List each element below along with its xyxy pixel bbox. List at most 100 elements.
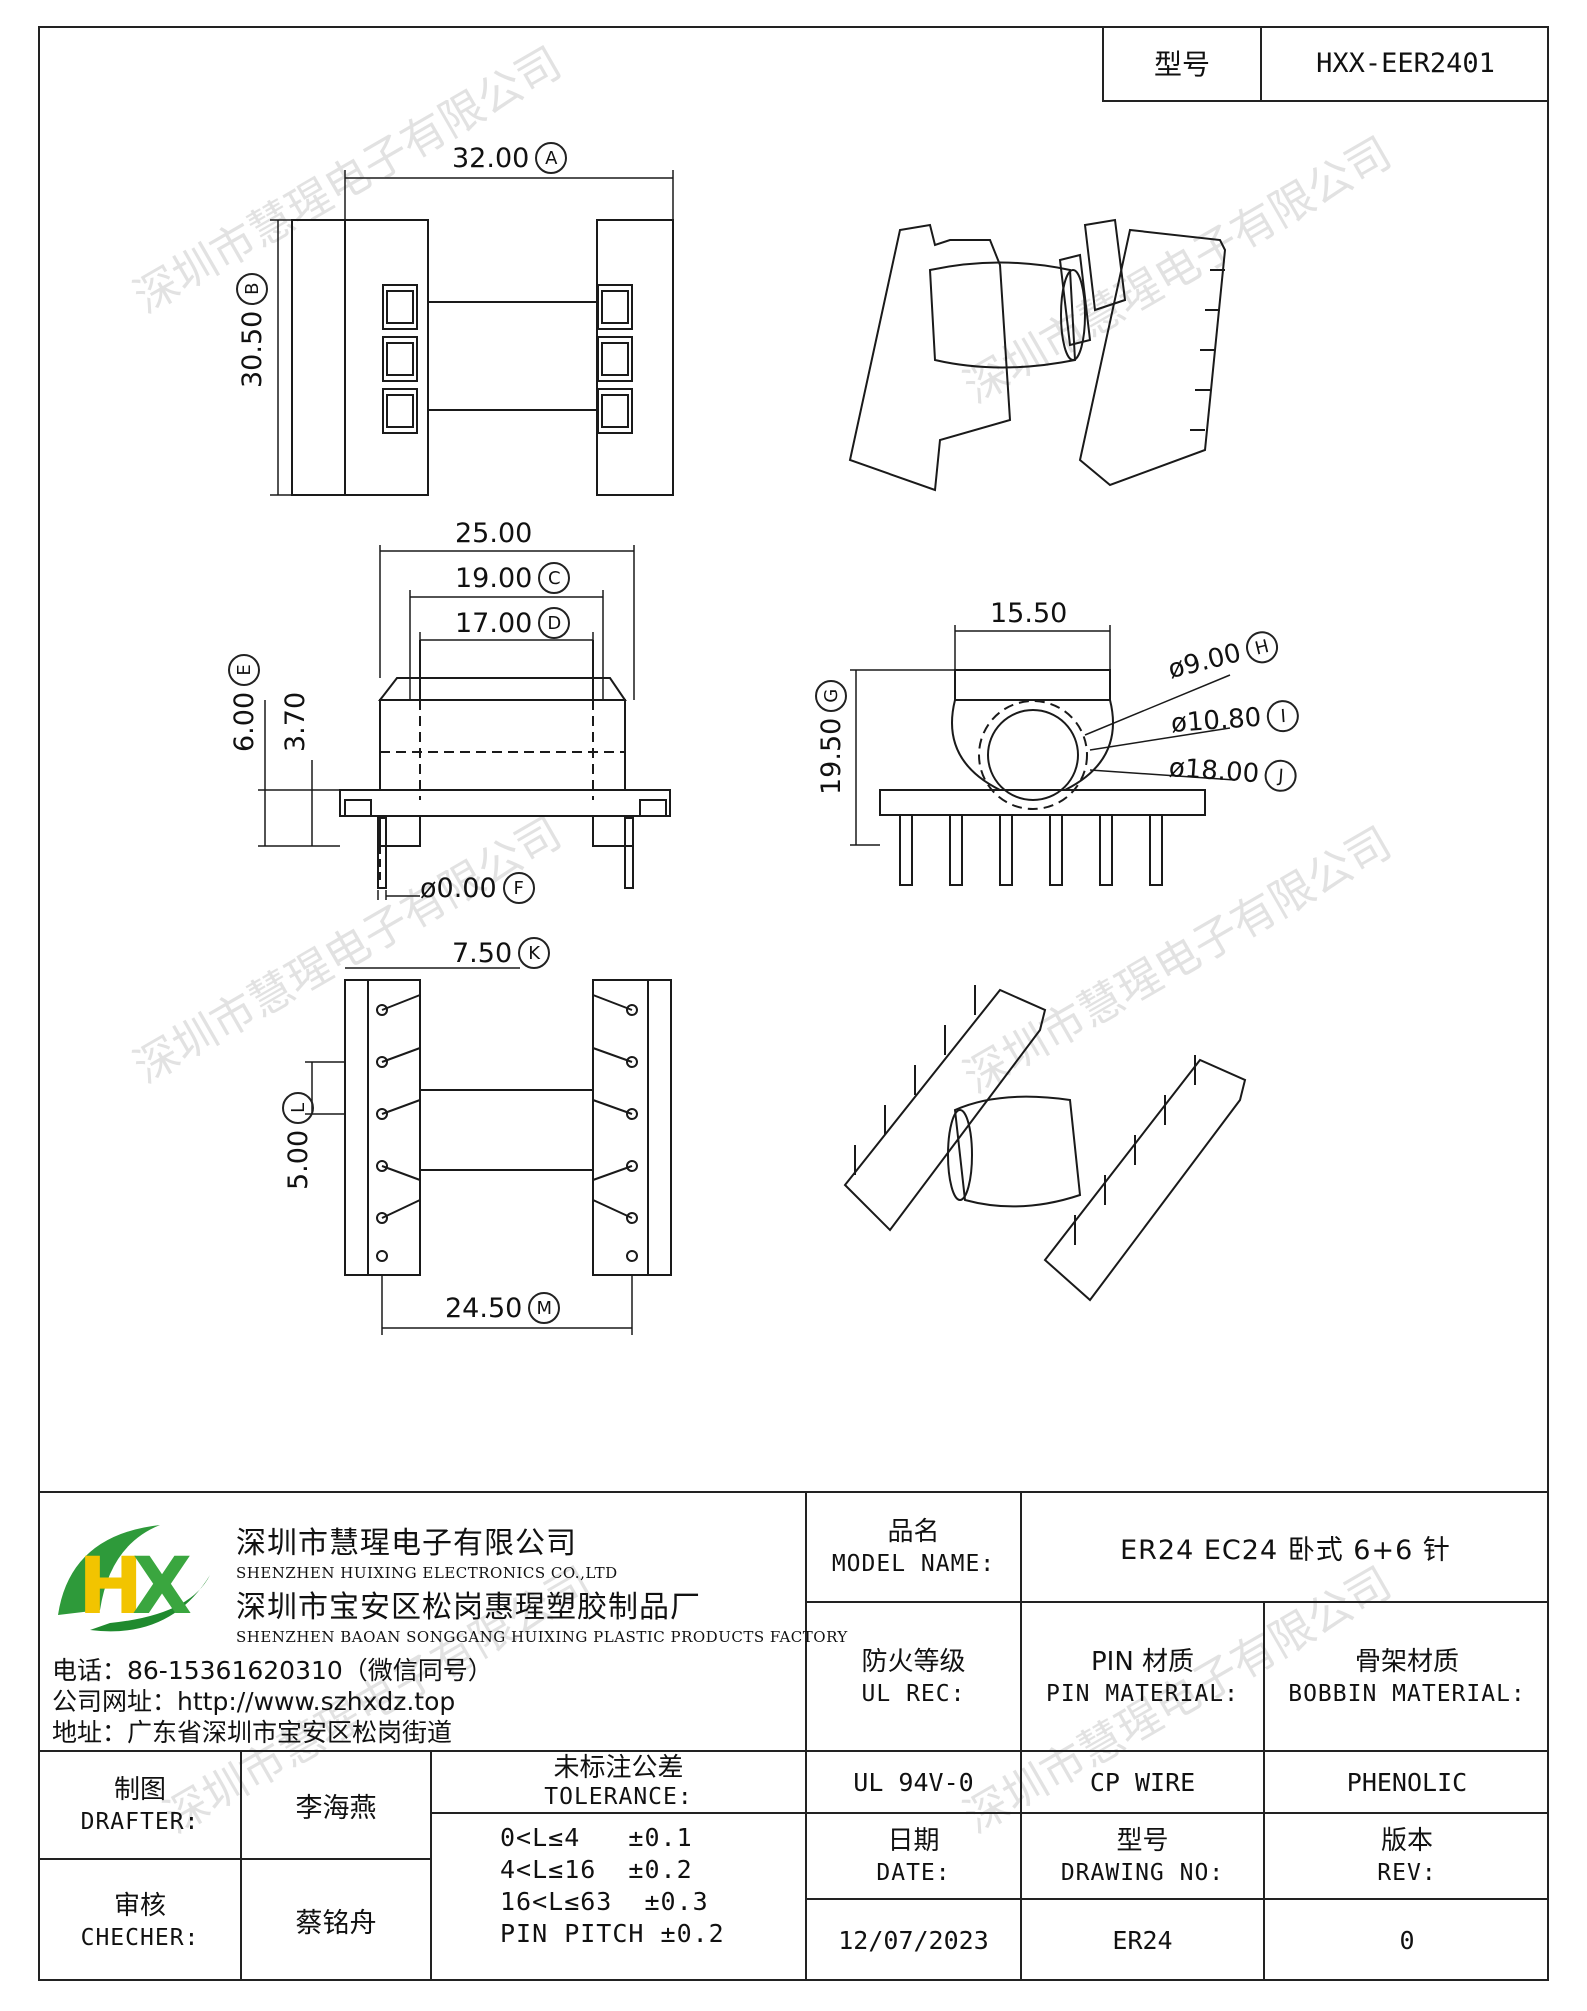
tb-line: [1263, 1601, 1265, 1981]
tolerance-label-en: TOLERANCE:: [544, 1784, 693, 1810]
drawing-no-label: 型号 DRAWING NO:: [1022, 1814, 1263, 1898]
bobbin-material-label-cn: 骨架材质: [1354, 1646, 1459, 1677]
dim-l: 5.00 L: [282, 1091, 314, 1190]
factory-name-cn: 深圳市宝安区松岗惠瑆塑胶制品厂: [236, 1590, 701, 1625]
header-model-value: HXX-EER2401: [1316, 47, 1495, 79]
tolerance-list: 0<L≤4 ±0.1 4<L≤16 ±0.2 16<L≤63 ±0.3 PIN …: [500, 1822, 725, 1950]
dim-f-value: ø0.00: [420, 872, 497, 904]
bobbin-material-value: PHENOLIC: [1346, 1767, 1468, 1797]
model-name-label-cn: 品名: [887, 1517, 940, 1547]
dim-g: 19.50 G: [815, 679, 847, 795]
dim-m-value: 24.50: [445, 1292, 523, 1324]
ul-rec-label-en: UL REC:: [861, 1680, 966, 1707]
dim-k: 7.50 K: [452, 937, 551, 969]
tolerance-line: 4<L≤16 ±0.2: [500, 1855, 693, 1884]
tolerance-label: 未标注公差 TOLERANCE:: [432, 1752, 805, 1812]
tb-line: [240, 1750, 242, 1981]
dim-a: 32.00 A: [452, 142, 568, 174]
dim-b-letter: B: [236, 272, 268, 305]
header-model-label: 型号: [1104, 26, 1262, 100]
dim-d-value: 17.00: [455, 607, 533, 639]
company-name-en: SHENZHEN HUIXING ELECTRONICS CO.,LTD: [236, 1564, 618, 1582]
tolerance-line: PIN PITCH ±0.2: [500, 1919, 725, 1948]
dim-155: 15.50: [990, 598, 1068, 629]
isometric-view-top: [848, 218, 1227, 492]
logo-swoosh-icon: [90, 1575, 210, 1632]
company-address: 地址：广东省深圳市宝安区松岗街道: [52, 1718, 453, 1747]
tb-line: [38, 1491, 1549, 1493]
dim-j-letter: J: [1263, 758, 1299, 793]
tolerance-line: 0<L≤4 ±0.1: [500, 1823, 693, 1852]
dim-a-letter: A: [535, 142, 568, 174]
top-view-right-flange: [596, 219, 674, 496]
tb-line: [38, 1858, 430, 1860]
rev-value: 0: [1399, 1926, 1415, 1955]
technical-drawing: [258, 170, 1247, 1335]
front-view: [258, 545, 671, 900]
model-name-label: 品名 MODEL NAME:: [807, 1493, 1020, 1601]
dim-37: 3.70: [280, 691, 311, 752]
logo-letter-h: H: [78, 1542, 143, 1632]
dim-c-value: 19.00: [455, 562, 533, 594]
checker-label: 审核 CHECHER:: [40, 1860, 240, 1981]
rev-label-en: REV:: [1377, 1860, 1437, 1886]
date-label-cn: 日期: [887, 1826, 940, 1856]
date-label-en: DATE:: [876, 1860, 951, 1886]
dim-j-value: ø18.00: [1167, 752, 1261, 790]
pin-material-label-en: PIN MATERIAL:: [1045, 1680, 1239, 1707]
pin-material-label: PIN 材质 PIN MATERIAL:: [1022, 1603, 1263, 1750]
dim-i-value: ø10.80: [1170, 702, 1263, 739]
tb-line: [1020, 1491, 1022, 1981]
dim-c: 19.00 C: [455, 562, 571, 594]
pin-material-label-cn: PIN 材质: [1090, 1646, 1195, 1677]
drafter-label: 制图 DRAFTER:: [40, 1752, 240, 1858]
drafter-label-cn: 制图: [113, 1775, 166, 1805]
dim-d: 17.00 D: [455, 607, 571, 639]
model-name-label-en: MODEL NAME:: [831, 1551, 996, 1577]
tolerance-line: 16<L≤63 ±0.3: [500, 1887, 709, 1916]
ul-rec-label-cn: 防火等级: [861, 1646, 966, 1677]
dim-c-letter: C: [538, 562, 571, 594]
drafter-label-en: DRAFTER:: [80, 1809, 200, 1835]
checker-label-cn: 审核: [113, 1890, 166, 1921]
date-value: 12/07/2023: [838, 1926, 989, 1955]
side-view: [850, 625, 1236, 886]
tb-line: [805, 1491, 807, 1981]
dim-g-value: 19.50: [815, 717, 847, 795]
drafter-value: 李海燕: [295, 1792, 377, 1824]
pin-material-value: CP WIRE: [1089, 1767, 1196, 1797]
drawing-no-label-cn: 型号: [1116, 1826, 1169, 1856]
checker-label-en: CHECHER:: [80, 1924, 200, 1951]
drawing-frame: [38, 26, 1549, 1981]
model-name-value: ER24 EC24 卧式 6+6 针: [1120, 1534, 1451, 1566]
checker-value: 蔡铭舟: [295, 1908, 377, 1939]
dim-e-value: 6.00: [228, 691, 260, 752]
tolerance-label-cn: 未标注公差: [553, 1753, 684, 1783]
dim-f-letter: F: [502, 872, 535, 904]
company-name-cn: 深圳市慧瑆电子有限公司: [236, 1526, 577, 1561]
drawing-no-value: ER24: [1112, 1926, 1173, 1955]
date-label: 日期 DATE:: [807, 1814, 1020, 1898]
dim-k-letter: K: [518, 937, 551, 969]
rev-label: 版本 REV:: [1265, 1814, 1549, 1898]
tb-line: [430, 1750, 432, 1981]
tb-line: [805, 1601, 1549, 1603]
rev-label-cn: 版本: [1380, 1826, 1433, 1856]
dim-k-value: 7.50: [452, 937, 513, 969]
header-model-box: 型号 HXX-EER2401: [1102, 26, 1549, 102]
ul-rec-label: 防火等级 UL REC:: [807, 1603, 1020, 1750]
dim-b: 30.50 B: [236, 272, 268, 388]
logo-letter-x: X: [132, 1542, 192, 1632]
dim-l-value: 5.00: [282, 1129, 314, 1190]
dim-m-letter: M: [528, 1292, 561, 1324]
bottom-view-pins-right: [626, 1004, 638, 1262]
bottom-view: [305, 967, 672, 1335]
factory-name-en: SHENZHEN BAOAN SONGGANG HUIXING PLASTIC …: [236, 1628, 848, 1646]
side-view-pins: [899, 814, 1163, 886]
logo-swoosh-icon: [58, 1525, 160, 1615]
dim-a-value: 32.00: [452, 142, 530, 174]
dim-l-letter: L: [282, 1091, 314, 1124]
tb-line: [430, 1812, 1549, 1814]
tb-line: [805, 1898, 1549, 1900]
dim-e: 6.00 E: [228, 653, 260, 752]
